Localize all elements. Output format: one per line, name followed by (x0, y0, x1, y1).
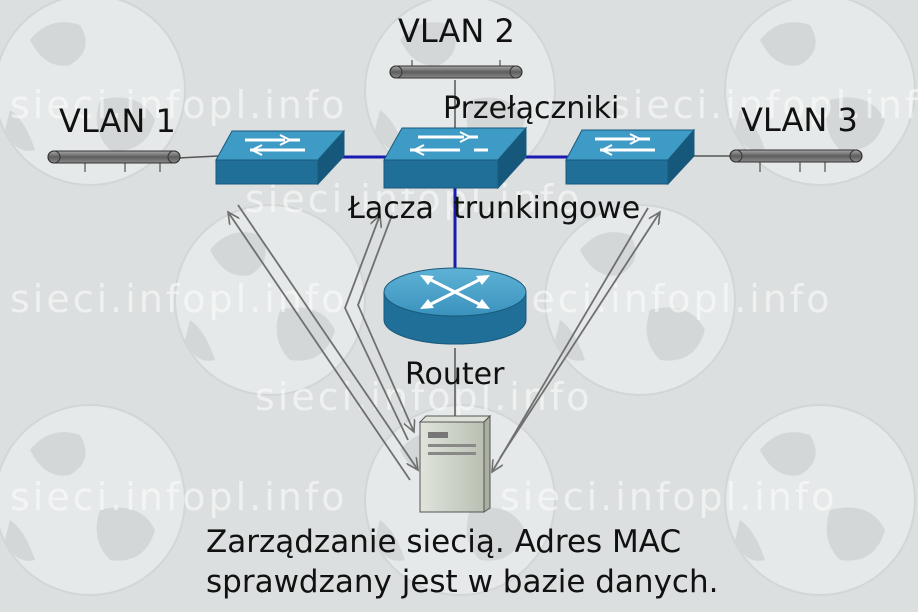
router-label: Router (405, 357, 505, 392)
watermark-text: sieci.infopl.info (610, 83, 918, 127)
arrow-server-to-switch3 (499, 212, 660, 459)
watermark-text: sieci.infopl.info (495, 277, 833, 321)
ethernet-segment-icon (47, 150, 181, 172)
ethernet-segment-icon (729, 149, 863, 172)
watermark-text: sieci.infopl.info (255, 375, 593, 419)
watermark-text: sieci.infopl.info (10, 83, 348, 127)
segment-link-vlan1 (177, 155, 219, 159)
vlan2-label: VLAN 2 (398, 12, 515, 50)
arrow-switch3-to-server (492, 207, 649, 472)
arrow-server-to-switch2 (344, 215, 409, 441)
trunk-links-label: Łacza trunkingowe (347, 191, 640, 226)
caption-line-2: sprawdzany jest w bazie danych. (206, 564, 718, 600)
watermark-text: sieci.infopl.info (10, 277, 348, 321)
vlan1-label: VLAN 1 (59, 102, 176, 140)
switch-icon (215, 129, 346, 186)
vlan3-label: VLAN 3 (741, 101, 858, 139)
management-arrows (228, 204, 660, 481)
arrow-switch1-to-server (237, 204, 418, 470)
switch-icon (383, 126, 528, 190)
caption-line-1: Zarządzanie siecią. Adres MAC (206, 524, 681, 560)
watermark-text: sieci.infopl.info (10, 475, 348, 519)
ethernet-segment-icon (389, 60, 523, 79)
arrow-server-to-switch1 (228, 212, 411, 481)
watermark-text-group: sieci.infopl.info sieci.infopl.info siec… (10, 83, 918, 519)
arrow-switch2-to-server (357, 214, 414, 432)
switches-label: Przełączniki (443, 91, 619, 126)
watermark-text: sieci.infopl.info (500, 475, 838, 519)
router-icon (383, 267, 527, 345)
server-icon (418, 414, 492, 513)
switch-icon (565, 128, 696, 186)
